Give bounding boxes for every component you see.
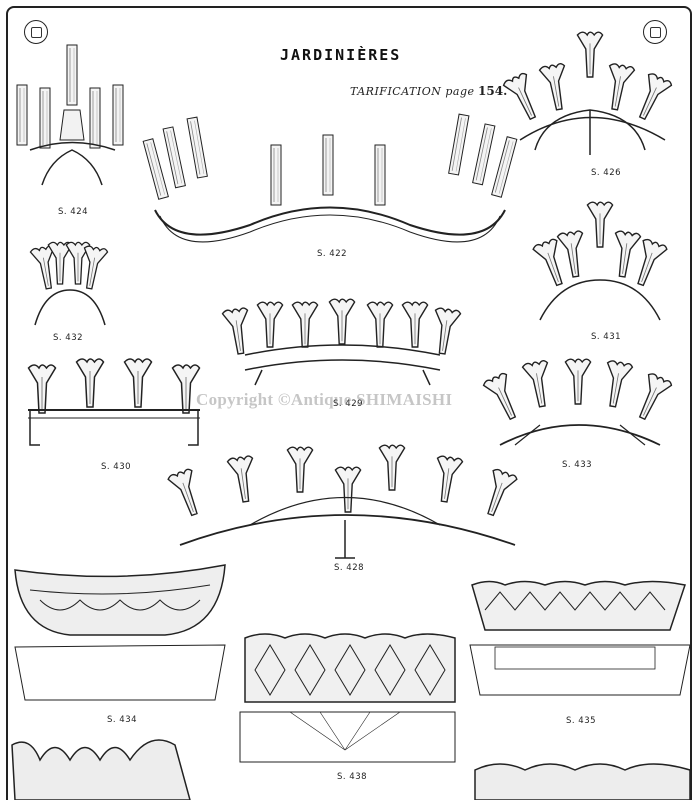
page-title: JARDINIÈRES <box>280 46 402 64</box>
s422-illustration <box>142 113 518 243</box>
item-ref: S. 422 <box>317 249 348 259</box>
s426-illustration <box>501 31 674 155</box>
s431-illustration <box>531 201 669 321</box>
s432-illustration <box>29 241 109 326</box>
item-ref: S. 429 <box>333 399 364 409</box>
item-ref: S. 438 <box>337 772 368 782</box>
item-ref: S. 431 <box>591 332 622 342</box>
item-ref: S. 424 <box>58 207 89 217</box>
bottom-right-illustration <box>474 763 691 800</box>
s428-illustration <box>166 444 519 559</box>
item-ref: S. 432 <box>53 333 84 343</box>
seal-emblem-icon <box>643 20 667 44</box>
copyright-watermark: Copyright ©Antique SHIMAISHI <box>196 390 453 409</box>
s429-illustration <box>221 298 462 386</box>
bottom-left-illustration <box>11 739 191 800</box>
item-ref: S. 433 <box>562 460 593 470</box>
s435-illustration <box>469 580 691 696</box>
s430-illustration <box>27 358 201 446</box>
item-ref: S. 428 <box>334 563 365 573</box>
item-ref: S. 426 <box>591 168 622 178</box>
item-ref: S. 434 <box>107 715 138 725</box>
tarification-page: 154. <box>478 84 508 98</box>
seal-emblem-icon <box>24 20 48 44</box>
tarification-note: TARIFICATION page 154. <box>350 84 507 98</box>
s438-illustration <box>239 633 456 763</box>
page-border <box>6 6 692 800</box>
s424-illustration <box>16 44 124 186</box>
s434-illustration <box>14 564 226 701</box>
tarification-label: TARIFICATION page <box>350 85 475 98</box>
item-ref: S. 430 <box>101 462 132 472</box>
s433-illustration <box>481 358 674 446</box>
item-ref: S. 435 <box>566 716 597 726</box>
